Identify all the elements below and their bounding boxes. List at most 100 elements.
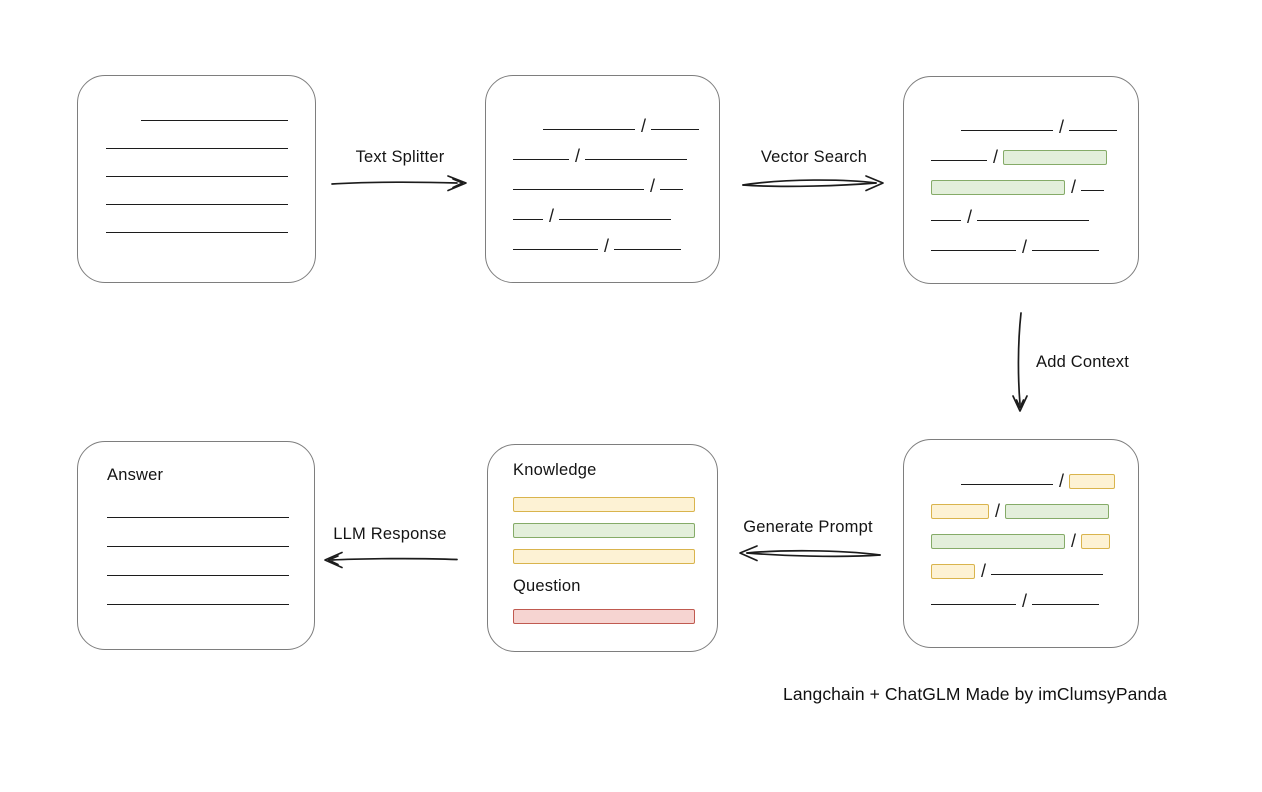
credit-caption: Langchain + ChatGLM Made by imClumsyPand… [783,684,1167,704]
text-line [651,129,700,130]
slash-separator: / [1071,531,1077,551]
green-bar [513,523,695,538]
chunk-row: / [513,224,719,256]
text-line [961,484,1053,485]
text-line [1081,190,1105,191]
node-source-document [77,75,316,283]
text-line [107,546,289,547]
yellow-highlight-bar [1081,534,1111,549]
slash-separator: / [995,501,1001,521]
green-highlight-bar [931,180,1065,195]
chunk-row: / [931,549,1138,581]
add-context-label: Add Context [1036,353,1130,371]
document-lines [78,76,315,233]
answer-lines [107,486,314,605]
green-highlight-bar [1003,150,1108,165]
text-line [513,159,569,160]
text-line [107,517,289,518]
arrow-left-icon [739,545,881,562]
answer-label: Answer [107,466,164,484]
text-line [614,249,682,250]
node-answer: Answer [77,441,315,650]
vector-search-label: Vector Search [760,148,868,166]
chunk-row: / [513,164,719,196]
text-line [1069,130,1118,131]
slash-separator: / [650,176,656,196]
slash-separator: / [967,207,973,227]
chunk-rows: ///// [486,76,719,256]
node-vector-search-results: / / / / / [903,76,1139,284]
chunk-row: / [931,225,1138,257]
text-line [977,220,1090,221]
chunk-row: / [931,165,1138,197]
text-line [585,159,688,160]
text-line [991,574,1104,575]
chunk-row: / [931,519,1138,551]
vector-result-rows: / / / / / [904,77,1138,257]
slash-separator: / [1059,117,1065,137]
text-line [107,575,289,576]
text-line [106,176,288,177]
slash-separator: / [604,236,610,256]
text-line [931,160,987,161]
vector-search-arrow: Vector Search [740,146,888,196]
text-splitter-label: Text Splitter [355,148,445,166]
slash-separator: / [549,206,555,226]
knowledge-label: Knowledge [513,461,597,479]
text-line [106,232,288,233]
text-line [543,129,635,130]
chunk-row: / [931,195,1138,227]
node-prompt: Knowledge Question [487,444,718,652]
text-line [931,220,961,221]
text-line [1032,604,1100,605]
chunk-row: / [931,579,1138,611]
arrow-right-icon [331,175,467,192]
slash-separator: / [1071,177,1077,197]
question-label: Question [513,577,581,595]
generate-prompt-label: Generate Prompt [743,518,873,536]
slash-separator: / [1022,591,1028,611]
text-line [961,130,1053,131]
text-line [513,249,598,250]
knowledge-bars [513,497,717,564]
question-bars [513,609,717,624]
answer-content: Answer [78,442,314,605]
text-splitter-arrow: Text Splitter [330,146,470,196]
chunk-row: / [513,134,719,165]
text-line [513,189,644,190]
generate-prompt-arrow: Generate Prompt [733,516,883,566]
context-rows: / / / / / [904,440,1138,611]
chunk-row: / [513,194,719,226]
text-line [660,189,684,190]
slash-separator: / [993,147,999,167]
text-line [106,204,288,205]
chunk-row: / [931,105,1138,137]
llm-response-arrow: LLM Response [320,523,460,573]
arrow-left-icon [324,551,458,569]
red-bar [513,609,695,624]
yellow-highlight-bar [931,564,975,579]
text-line [931,250,1016,251]
text-line [513,219,543,220]
node-split-chunks: ///// [485,75,720,283]
chunk-row: / [931,135,1138,167]
text-line [559,219,672,220]
green-highlight-bar [931,534,1065,549]
slash-separator: / [1059,471,1065,491]
yellow-bar [513,549,695,564]
chunk-row: / [931,489,1138,521]
yellow-highlight-bar [931,504,989,519]
slash-separator: / [981,561,987,581]
green-highlight-bar [1005,504,1110,519]
yellow-highlight-bar [1069,474,1116,489]
llm-response-label: LLM Response [333,525,447,543]
slash-separator: / [641,116,647,136]
yellow-bar [513,497,695,512]
text-line [1032,250,1100,251]
slash-separator: / [1022,237,1028,257]
chunk-row: / [513,104,719,136]
text-line [141,120,288,121]
prompt-content: Knowledge Question [488,445,717,624]
arrow-right-icon [742,175,884,192]
